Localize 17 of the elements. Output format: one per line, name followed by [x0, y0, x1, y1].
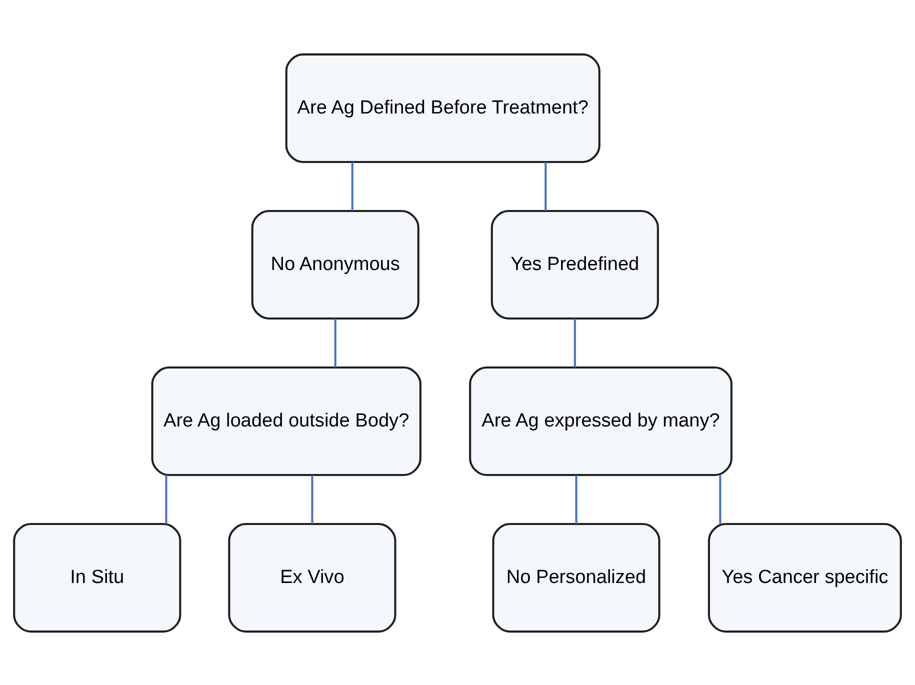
node-box: Are Ag Defined Before Treatment? [285, 52, 600, 162]
connector [544, 162, 547, 210]
connector [311, 474, 314, 524]
node-box: Are Ag loaded outside Body? [151, 366, 422, 476]
node-box: Are Ag expressed by many? [469, 366, 732, 476]
connector [165, 474, 168, 524]
connector [719, 474, 722, 524]
connector [334, 318, 336, 367]
connector [351, 162, 354, 210]
node-box: Yes Cancer specific [708, 522, 902, 632]
node-box: No Personalized [492, 522, 660, 632]
node-box: No Anonymous [251, 209, 420, 320]
node-box: Yes Predefined [490, 209, 659, 320]
node-box: Ex Vivo [228, 522, 396, 632]
connector [574, 318, 576, 367]
node-box: In Situ [13, 522, 182, 632]
connector [575, 474, 578, 524]
